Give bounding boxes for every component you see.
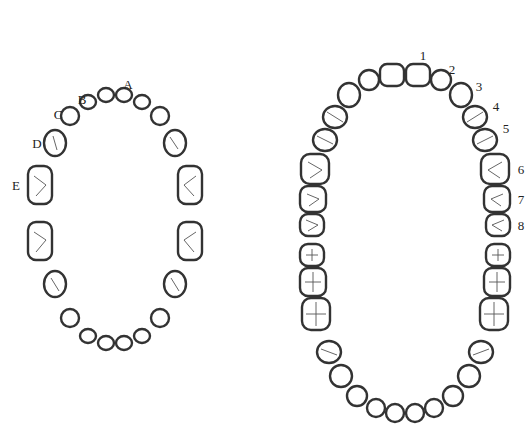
callout-label: B bbox=[78, 93, 87, 106]
callout-label: D bbox=[32, 137, 41, 150]
deciduous-upper-arch bbox=[28, 88, 202, 204]
callout-label: 1 bbox=[420, 49, 427, 62]
permanent-upper-arch bbox=[300, 64, 510, 236]
callout-label: 4 bbox=[493, 100, 500, 113]
callout-label: 7 bbox=[518, 193, 525, 206]
callout-label: 6 bbox=[518, 163, 525, 176]
callout-label: 3 bbox=[476, 80, 483, 93]
callout-label: C bbox=[54, 108, 63, 121]
callout-label: 8 bbox=[518, 219, 525, 232]
callout-label: A bbox=[123, 78, 132, 91]
callout-label: 5 bbox=[503, 122, 510, 135]
callout-label: 2 bbox=[449, 63, 456, 76]
deciduous-lower-arch bbox=[28, 222, 202, 350]
callout-label: E bbox=[12, 179, 20, 192]
permanent-lower-arch bbox=[300, 244, 510, 422]
